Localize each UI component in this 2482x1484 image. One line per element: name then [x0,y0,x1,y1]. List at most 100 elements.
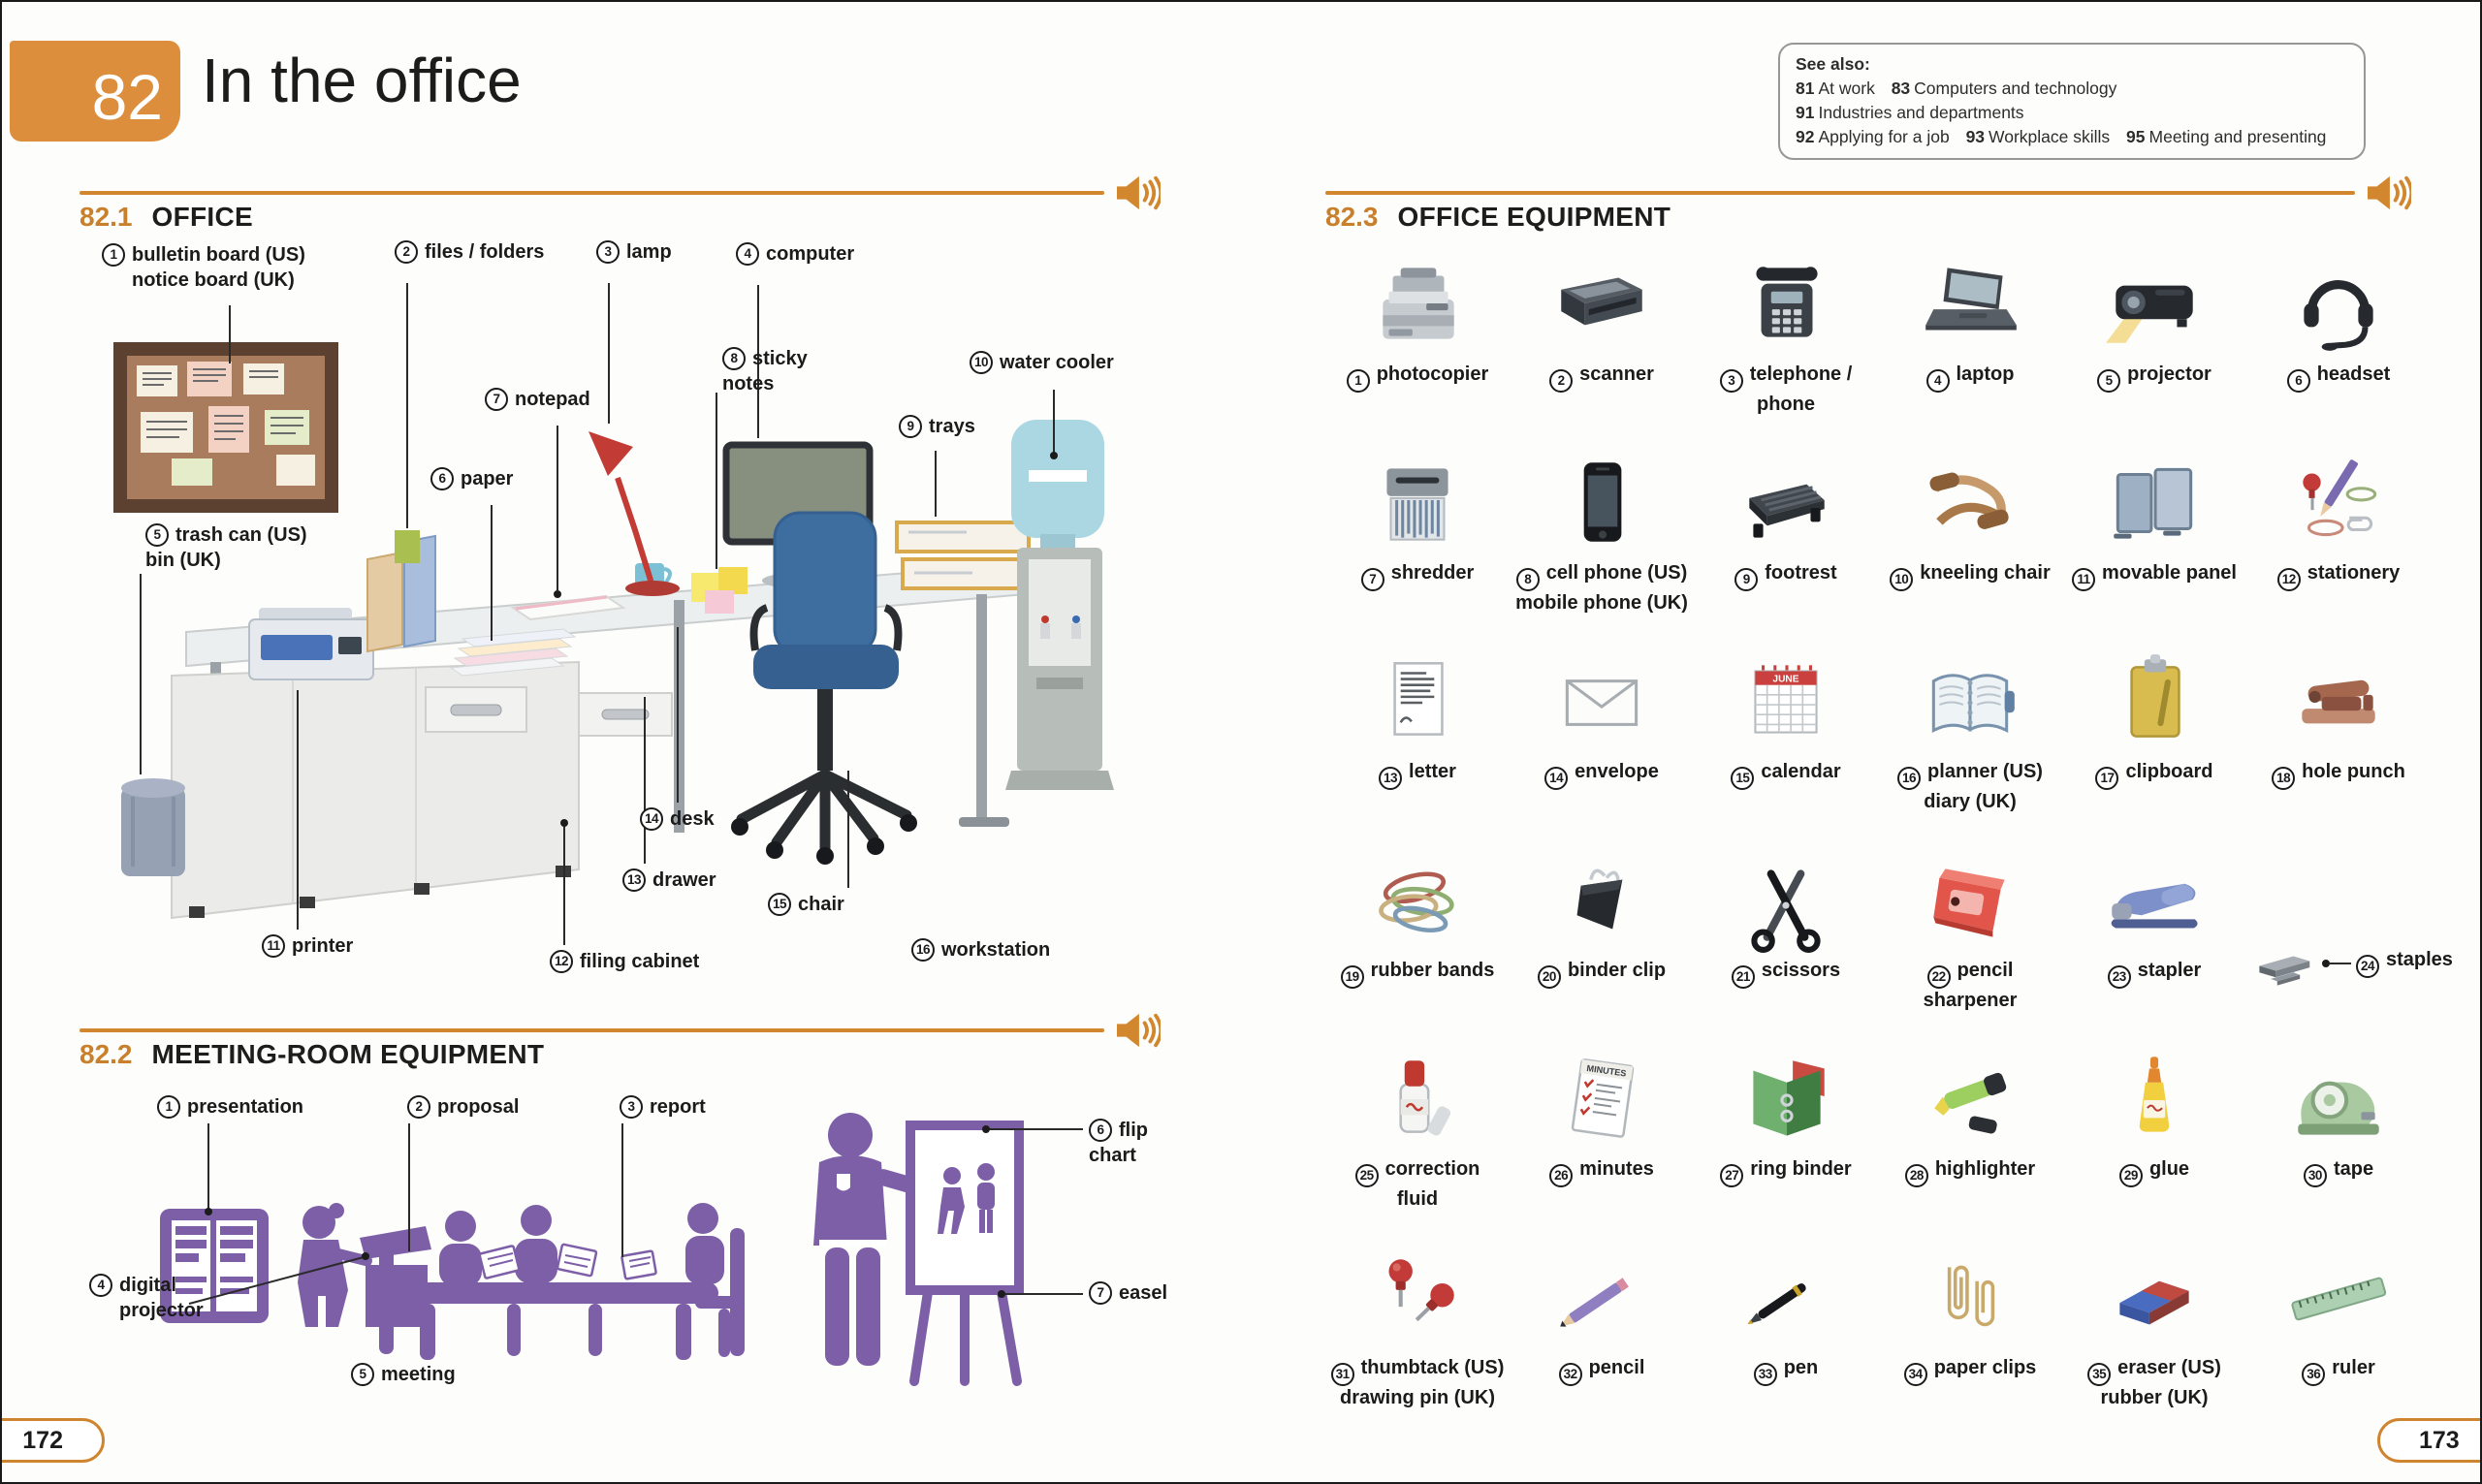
section-82-3-rule [1325,173,2411,213]
shredder-icon [1386,468,1448,541]
office-scene-art [113,283,1114,945]
audio-speaker-icon[interactable] [2365,173,2411,213]
clipboard-icon [2130,654,2180,738]
section-82-1-heading: 82.1 OFFICE [80,202,253,232]
tape-icon [2298,1081,2379,1135]
stapler-icon [2111,883,2198,929]
correction-fluid-icon [1399,1060,1451,1136]
paper-clips-icon [1947,1265,1995,1327]
projector-icon [2106,285,2193,343]
minutes-icon: MINUTES [1571,1058,1635,1138]
scanner-icon [1561,277,1642,326]
laptop-icon [1925,268,2017,331]
page-number-right: 173 [2377,1418,2480,1463]
eraser-icon [2119,1280,2189,1325]
unit-number-box: 82 [10,41,180,142]
ruler-icon [2291,1277,2387,1321]
hole-punch-icon [2302,679,2375,724]
ring-binder-icon [1753,1060,1825,1136]
page-title: In the office [202,46,522,115]
orange-rule [80,1028,1104,1032]
orange-rule [80,191,1104,195]
headset-icon [2304,280,2373,351]
section-82-1-rule [80,173,1161,213]
leader-line [2330,962,2351,964]
section-82-2-rule [80,1010,1161,1051]
scissors-icon [1751,869,1821,953]
kneeling-chair-icon [1929,472,2009,529]
binder-clip-icon [1576,868,1623,930]
see-also-heading: See also: [1796,54,1870,74]
unit-number: 82 [91,61,163,133]
movable-panel-icon [2114,467,2193,539]
highlighter-icon [1934,1072,2007,1134]
letter-icon [1393,662,1444,736]
orange-rule [1325,191,2355,195]
telephone-icon [1756,267,1818,337]
svg-text:JUNE: JUNE [1772,675,1798,685]
audio-speaker-icon[interactable] [1114,173,1161,213]
photocopier-icon [1383,268,1454,339]
stationery-icon [2303,459,2377,537]
thumbtack-icon [1388,1259,1454,1322]
audio-speaker-icon[interactable] [1114,1010,1161,1051]
pencil-icon [1560,1278,1629,1327]
meeting-scene-art [160,1113,1083,1386]
